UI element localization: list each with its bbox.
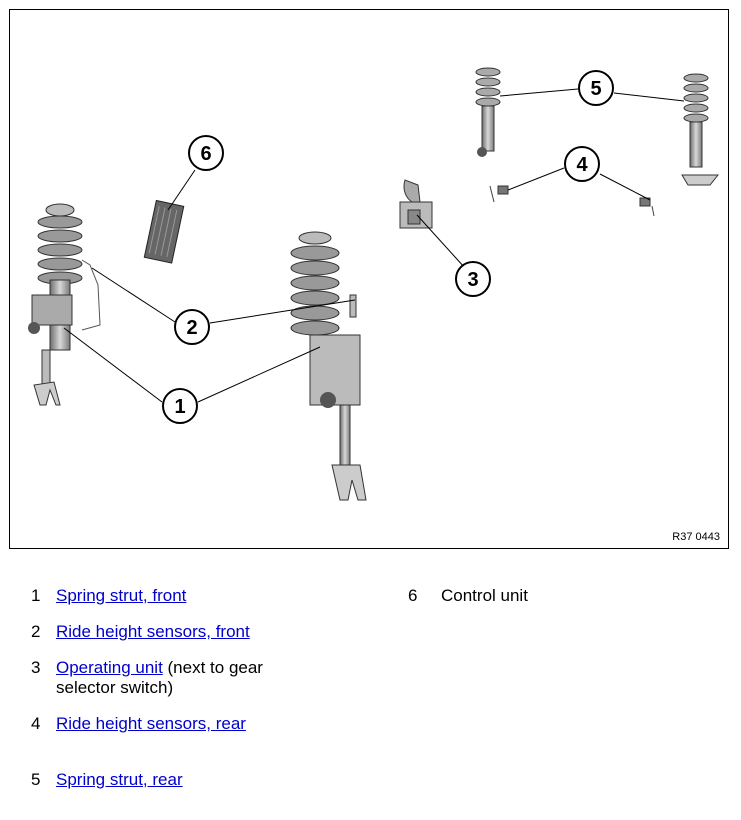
callout-2: 2 <box>174 309 210 345</box>
callout-4-label: 4 <box>576 154 588 176</box>
link-ride-height-sensors-front[interactable]: Ride height sensors, front <box>56 622 250 641</box>
callout-1: 1 <box>162 388 198 424</box>
callout-3: 3 <box>455 261 491 297</box>
rear-ride-height-sensors <box>489 185 655 217</box>
front-strut-right <box>290 231 367 501</box>
diagram-svg: 1 2 3 4 5 6 <box>28 67 720 501</box>
callout-3-label: 3 <box>467 269 478 291</box>
callout-4: 4 <box>564 146 600 182</box>
callout-1-label: 1 <box>174 396 185 418</box>
leader-lines <box>63 88 685 403</box>
legend-number: 2 <box>31 622 41 641</box>
legend-number: 1 <box>31 586 41 605</box>
legend-item-3-note: (next to gear selector switch) <box>56 658 263 697</box>
legend-number: 3 <box>31 658 41 677</box>
figure-code: R37 0443 <box>672 531 720 543</box>
link-ride-height-sensors-rear[interactable]: Ride height sensors, rear <box>56 714 246 733</box>
rear-strut-left <box>475 67 501 157</box>
callout-6-label: 6 <box>200 143 211 165</box>
front-strut-left <box>28 203 101 406</box>
operating-unit <box>399 179 433 229</box>
legend-number: 4 <box>31 714 41 733</box>
callout-2-label: 2 <box>186 317 197 339</box>
callout-5-label: 5 <box>590 78 601 100</box>
legend-number: 6 <box>408 586 418 605</box>
parts-diagram: 1 2 3 4 5 6 R37 0443 <box>9 9 729 549</box>
link-spring-strut-front[interactable]: Spring strut, front <box>56 586 187 605</box>
control-unit <box>143 199 185 264</box>
rear-strut-right <box>681 73 720 186</box>
link-spring-strut-rear[interactable]: Spring strut, rear <box>56 770 183 789</box>
callout-5: 5 <box>578 70 614 106</box>
link-operating-unit[interactable]: Operating unit <box>56 658 163 677</box>
callout-6: 6 <box>188 135 224 171</box>
legend-number: 5 <box>31 770 41 789</box>
legend-text-control-unit: Control unit <box>441 586 528 605</box>
